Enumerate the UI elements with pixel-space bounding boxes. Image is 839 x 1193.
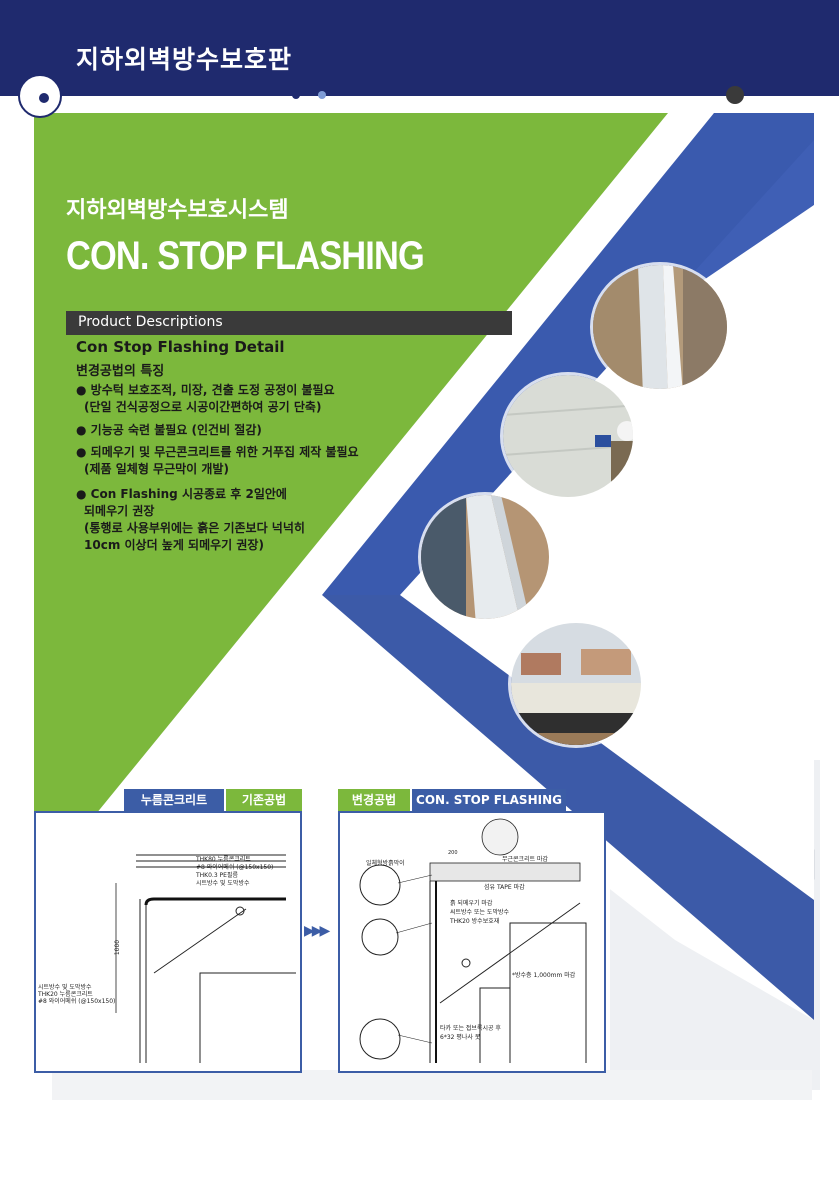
label-side: 일체형방흙막이: [366, 860, 405, 867]
feature-title: 변경공법의 특징: [76, 364, 165, 379]
header-dot-icon: [318, 91, 326, 99]
photo-flashing-top: [590, 262, 730, 392]
label-text: 타카 또는 접브록시공 후: [440, 1025, 501, 1032]
mid-labels: 흙 되메우기 마감 씨트방수 또는 도막방수 THK20 방수보호재: [450, 899, 570, 926]
feature-item: ● Con Flashing 시공종료 후 2일안에 되메우기 권장: [76, 486, 287, 520]
feature-item-text: (통행로 사용부위에는 흙은 기존보다 넉넉히: [84, 521, 305, 535]
bottom-labels: 타카 또는 접브록시공 후 6*32 평나사 못: [440, 1024, 560, 1042]
label-dim: 200: [448, 850, 458, 856]
label-text: THK20 누름콘크리트: [38, 991, 93, 998]
tab-changed-method: 변경공법: [338, 789, 410, 811]
tab-con-stop-flashing: CON. STOP FLASHING: [412, 789, 566, 811]
blue-band-bottom: [322, 595, 814, 1020]
feature-item-subtext: 10cm 이상더 높게 되메우기 권장): [84, 538, 264, 552]
tab-existing-material: 누름콘크리트: [124, 789, 224, 811]
existing-method-diagram: [34, 811, 302, 1073]
label-text: THK20 방수보호재: [450, 918, 500, 925]
label-text: #8 와이어메쉬 (@150x150): [196, 864, 274, 871]
feature-item-subtext: (제품 일체형 무근막이 개발): [84, 462, 229, 476]
dimension-label: 1000: [114, 939, 122, 956]
label-text: 흙 되메우기 마감: [450, 900, 493, 907]
photo-site: [508, 620, 644, 748]
label-text: 시트방수 및 도막방수: [196, 880, 250, 887]
label-top2: 섬유 TAPE 마감: [484, 884, 525, 891]
product-title: CON. STOP FLASHING: [66, 234, 425, 278]
system-title: 지하외벽방수보호시스템: [66, 198, 289, 223]
label-text: 씨트방수 또는 도막방수: [450, 909, 510, 916]
product-descriptions-label: Product Descriptions: [78, 314, 223, 330]
page-title: 지하외벽방수보호판: [76, 45, 293, 74]
existing-labels: THK80 누름콘크리트 #8 와이어메쉬 (@150x150) THK0.3 …: [196, 856, 316, 888]
feature-item-text: ● Con Flashing 시공종료 후 2일안에: [76, 487, 287, 501]
existing-bottom-labels: 시트방수 및 도막방수 THK20 누름콘크리트 #8 와이어메쉬 (@150x…: [38, 984, 138, 1005]
photo-flashing-wall: [418, 492, 552, 622]
header-circle-icon: [18, 74, 62, 118]
label-top1: 무근콘크리트 마감: [502, 856, 549, 863]
label-text: THK0.3 PE필름: [196, 872, 239, 879]
label-right: *방수층 1,000mm 마감: [512, 972, 576, 979]
feature-item-text: ● 되메우기 및 무근콘크리트를 위한 거푸집 제작 불필요: [76, 445, 359, 459]
product-descriptions-bar: Product Descriptions: [66, 311, 512, 335]
feature-item-text: ● 방수턱 보호조적, 미장, 견출 도정 공정이 불필요: [76, 383, 335, 397]
label-text: 시트방수 및 도막방수: [38, 984, 92, 991]
tab-existing-method: 기존공법: [226, 789, 302, 811]
feature-item-subtext: (단일 건식공정으로 시공이간편하여 공기 단축): [84, 400, 322, 414]
feature-item: ● 기능공 숙련 불필요 (인건비 절감): [76, 422, 262, 439]
header-dot-icon: [726, 86, 744, 104]
photo-worker: [500, 372, 636, 500]
label-text: 6*32 평나사 못: [440, 1034, 481, 1041]
arrow-icon: ▶▶▶: [304, 923, 330, 939]
green-panel: [34, 113, 668, 890]
feature-item: ● 방수턱 보호조적, 미장, 견출 도정 공정이 불필요 (단일 건식공정으로…: [76, 382, 335, 416]
header-divider: [18, 94, 839, 96]
page-header: 지하외벽방수보호판: [0, 0, 839, 96]
changed-method-diagram: [338, 811, 606, 1073]
label-text: THK80 누름콘크리트: [196, 856, 251, 863]
feature-item: ● 되메우기 및 무근콘크리트를 위한 거푸집 제작 불필요 (제품 일체형 무…: [76, 444, 359, 478]
feature-item-subtext: 되메우기 권장: [84, 504, 155, 518]
feature-item-text: ● 기능공 숙련 불필요 (인건비 절감): [76, 423, 262, 437]
header-dot-icon: [292, 91, 300, 99]
detail-title: Con Stop Flashing Detail: [76, 338, 285, 356]
feature-item: (통행로 사용부위에는 흙은 기존보다 넉넉히 10cm 이상더 높게 되메우기…: [76, 520, 305, 554]
label-text: #8 와이어메쉬 (@150x150): [38, 998, 116, 1005]
